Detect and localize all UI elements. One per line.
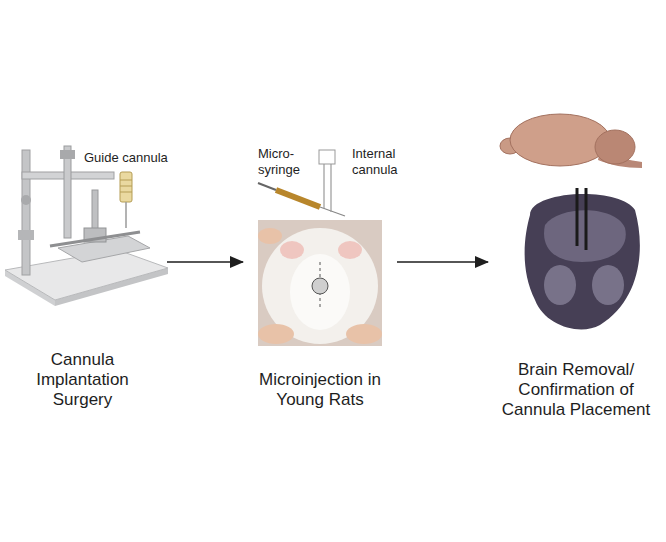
photo-ground	[258, 220, 382, 346]
part-label: Micro- syringe	[258, 146, 306, 178]
hand	[258, 324, 294, 344]
cannula-hub	[319, 150, 335, 164]
plunger	[258, 183, 276, 190]
rat-ear	[280, 241, 304, 259]
stage-caption: Microinjection in Young Rats	[256, 370, 384, 410]
carrier	[64, 146, 71, 238]
barrel	[276, 190, 320, 207]
rat-photo	[258, 220, 382, 346]
cerebrum	[510, 114, 610, 166]
tissue	[592, 265, 624, 305]
hand	[346, 324, 382, 344]
ear-bar	[50, 232, 140, 246]
part-label: Internal cannula	[352, 146, 414, 178]
stereotaxic-frame	[5, 146, 168, 306]
rat-head	[290, 254, 350, 330]
cannula-needle	[330, 164, 331, 212]
knob	[60, 150, 75, 159]
thread	[120, 192, 132, 193]
finger	[258, 228, 282, 244]
stage-caption: Brain Removal/ Confirmation of Cannula P…	[501, 360, 651, 420]
guide-cannula	[120, 172, 132, 228]
part-label: Guide cannula	[84, 150, 174, 166]
cannula-needle	[323, 164, 324, 208]
micro-syringe	[258, 183, 345, 216]
cannula-cap	[312, 278, 328, 294]
stage-caption: Cannula Implantation Surgery	[25, 350, 140, 410]
cannula-track	[576, 188, 579, 246]
tissue	[544, 265, 576, 305]
stage-panel: Brain Removal/ Confirmation of Cannula P…	[490, 120, 662, 420]
needle	[320, 207, 345, 216]
clamp	[18, 230, 34, 240]
cannula-track	[585, 188, 588, 250]
flow-arrow	[167, 261, 243, 263]
cannula-needle	[125, 202, 127, 228]
internal-cannula	[319, 150, 335, 212]
rat-ear	[338, 241, 362, 259]
flow-arrow	[397, 261, 488, 263]
cannula-hub	[120, 172, 132, 202]
knob	[21, 195, 31, 205]
coronal-section	[525, 188, 640, 329]
brain-slice	[525, 194, 640, 329]
whole-brain	[500, 114, 642, 168]
thread	[120, 180, 132, 181]
post	[22, 150, 30, 275]
thread	[120, 186, 132, 187]
cerebellum	[595, 130, 635, 164]
